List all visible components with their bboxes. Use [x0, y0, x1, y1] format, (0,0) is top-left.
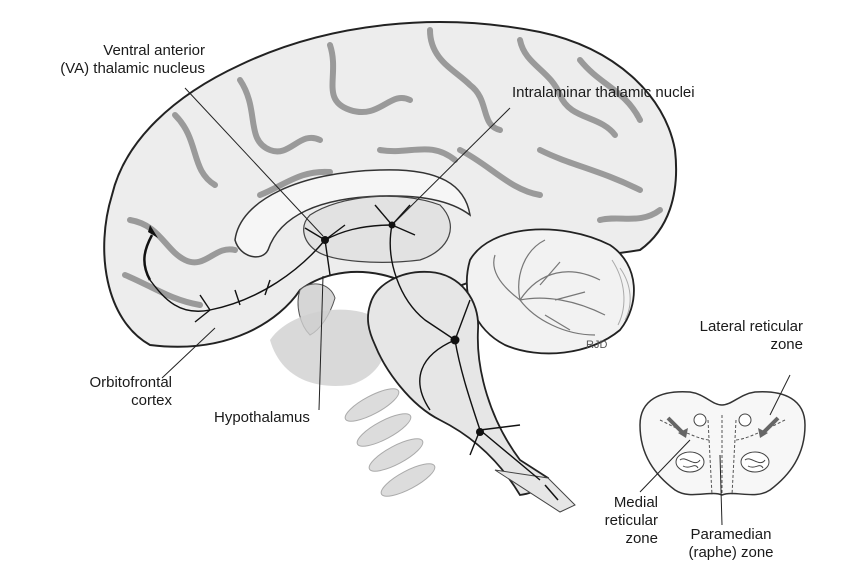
arrowhead-tip — [148, 225, 158, 238]
cerebellar-folia — [493, 239, 606, 336]
label-hypothalamus-text: Hypothalamus — [214, 409, 310, 426]
label-orbitofrontal-cortex: Orbitofrontal cortex — [40, 374, 172, 410]
label-va-line2: (VA) thalamic nucleus — [60, 60, 205, 77]
spinal-cord — [494, 469, 576, 513]
label-medial-reticular-zone: Medial reticular zone — [580, 494, 658, 548]
neuron-cell-bodies — [321, 221, 484, 436]
inset-leader-lines — [639, 374, 791, 526]
label-medial-line3: zone — [625, 530, 658, 547]
label-paramedian-line2: (raphe) zone — [688, 544, 774, 561]
label-lateral-line2: zone — [770, 336, 803, 353]
label-orbitofrontal-line1: Orbitofrontal — [89, 374, 172, 391]
brainstem-cross-section — [639, 391, 806, 496]
label-paramedian-raphe-zone: Paramedian (raphe) zone — [670, 526, 792, 562]
leader-lines — [161, 87, 511, 411]
label-va-line1: Ventral anterior — [103, 42, 205, 59]
artist-signature: RJD — [586, 336, 607, 354]
label-lateral-reticular-zone: Lateral reticular zone — [660, 318, 803, 354]
label-lateral-line1: Lateral reticular — [699, 318, 803, 335]
arrowhead-orbitofrontal — [143, 234, 154, 281]
label-orbitofrontal-line2: cortex — [131, 392, 172, 409]
cerebellar-lines — [611, 259, 631, 326]
signature-text: RJD — [586, 339, 608, 351]
temporal-lobe — [270, 309, 387, 386]
label-intralaminar-thalamic-nuclei: Intralaminar thalamic nuclei — [512, 84, 695, 102]
shadow-ellipses — [344, 388, 436, 497]
label-intralaminar-text: Intralaminar thalamic nuclei — [512, 84, 695, 101]
label-hypothalamus: Hypothalamus — [214, 409, 310, 427]
cerebellum — [466, 228, 635, 355]
thalamus — [303, 195, 451, 263]
label-medial-line1: Medial — [613, 494, 658, 511]
label-paramedian-line1: Paramedian — [690, 526, 772, 543]
corpus-callosum — [234, 169, 472, 258]
label-va-thalamic-nucleus: Ventral anterior (VA) thalamic nucleus — [5, 42, 205, 78]
label-medial-line2: reticular — [604, 512, 658, 529]
descending-arrow — [544, 484, 559, 501]
